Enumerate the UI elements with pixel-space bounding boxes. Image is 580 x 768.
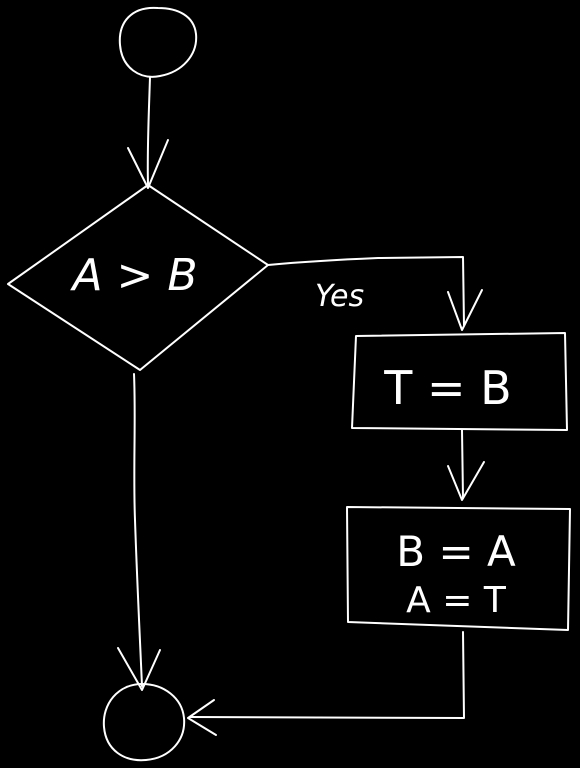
start-circle xyxy=(118,6,198,78)
process-2-line-1: B = A xyxy=(396,527,516,576)
decision-condition: A > B xyxy=(69,250,197,301)
no-branch-line xyxy=(133,373,143,687)
arrow-process1-to-process2 xyxy=(461,429,464,499)
process-box-1 xyxy=(351,332,568,431)
arrowhead-process1-in xyxy=(447,289,483,331)
yes-branch-line xyxy=(267,256,465,326)
arrowhead-end-from-right xyxy=(187,699,217,736)
yes-label: Yes xyxy=(315,279,364,314)
end-circle xyxy=(102,683,186,762)
process-2-line-2: A = T xyxy=(406,580,507,621)
arrowhead-decision-in xyxy=(127,139,169,189)
arrowhead-end-from-top xyxy=(117,647,161,691)
arrow-start-to-decision xyxy=(146,76,151,185)
decision-diamond xyxy=(7,184,269,371)
process-box-2 xyxy=(346,506,571,631)
arrowhead-process2-in xyxy=(447,461,485,501)
process-1-text: T = B xyxy=(383,361,511,415)
return-line xyxy=(189,631,465,719)
